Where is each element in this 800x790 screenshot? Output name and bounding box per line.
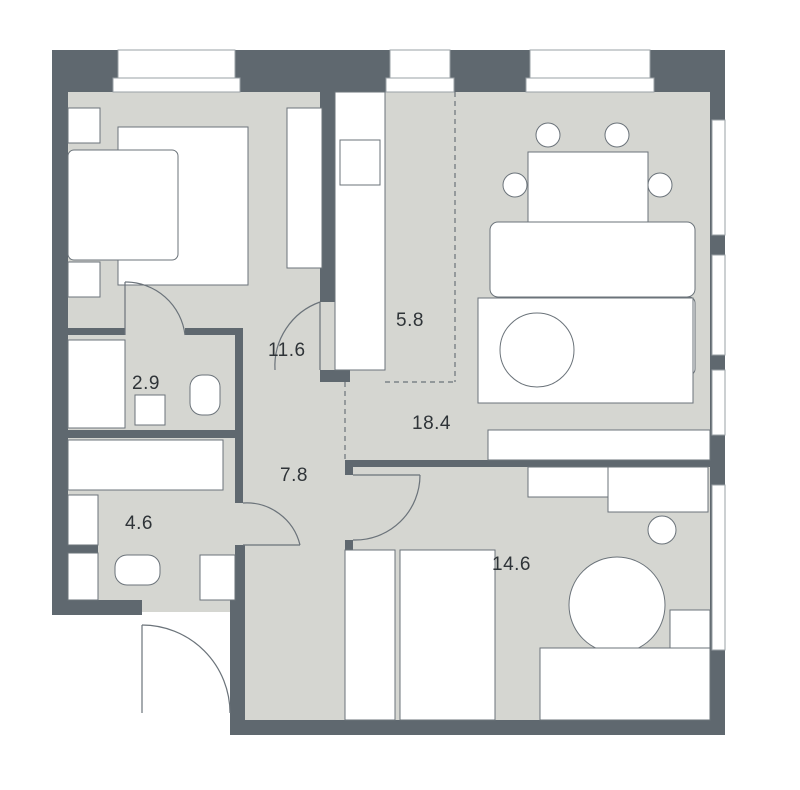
- room-area-bathroom: 4.6: [125, 513, 153, 534]
- wardrobe: [286, 107, 323, 269]
- closet: [344, 549, 396, 721]
- nightstand: [67, 107, 101, 144]
- round-rug: [568, 556, 666, 654]
- closet: [399, 549, 496, 721]
- tv-stand: [487, 429, 711, 461]
- nightstand: [669, 609, 711, 651]
- room-area-living-room: 18.4: [412, 413, 451, 434]
- room-area-kitchen: 5.8: [396, 310, 424, 331]
- room-area-hallway: 7.8: [280, 465, 308, 486]
- toilet: [114, 554, 161, 586]
- double-bed: [67, 149, 179, 261]
- dining-table: [527, 151, 649, 223]
- sink: [134, 394, 166, 426]
- single-bed: [539, 647, 711, 721]
- room-area-wc: 2.9: [132, 373, 160, 394]
- bathtub: [67, 439, 224, 491]
- chair: [647, 515, 677, 545]
- shower: [67, 339, 126, 429]
- coffee-table: [499, 312, 575, 388]
- toilet: [189, 374, 221, 416]
- room-area-bedroom: 11.6: [268, 340, 306, 361]
- nightstand: [67, 261, 101, 298]
- sofa: [489, 221, 696, 298]
- washing-machine: [199, 554, 236, 601]
- room-area-second-bedroom: 14.6: [492, 554, 531, 575]
- kitchen-counter: [334, 91, 386, 371]
- doors: [124, 92, 456, 714]
- furniture: [67, 91, 711, 721]
- sink: [67, 494, 99, 546]
- windows: [112, 49, 726, 651]
